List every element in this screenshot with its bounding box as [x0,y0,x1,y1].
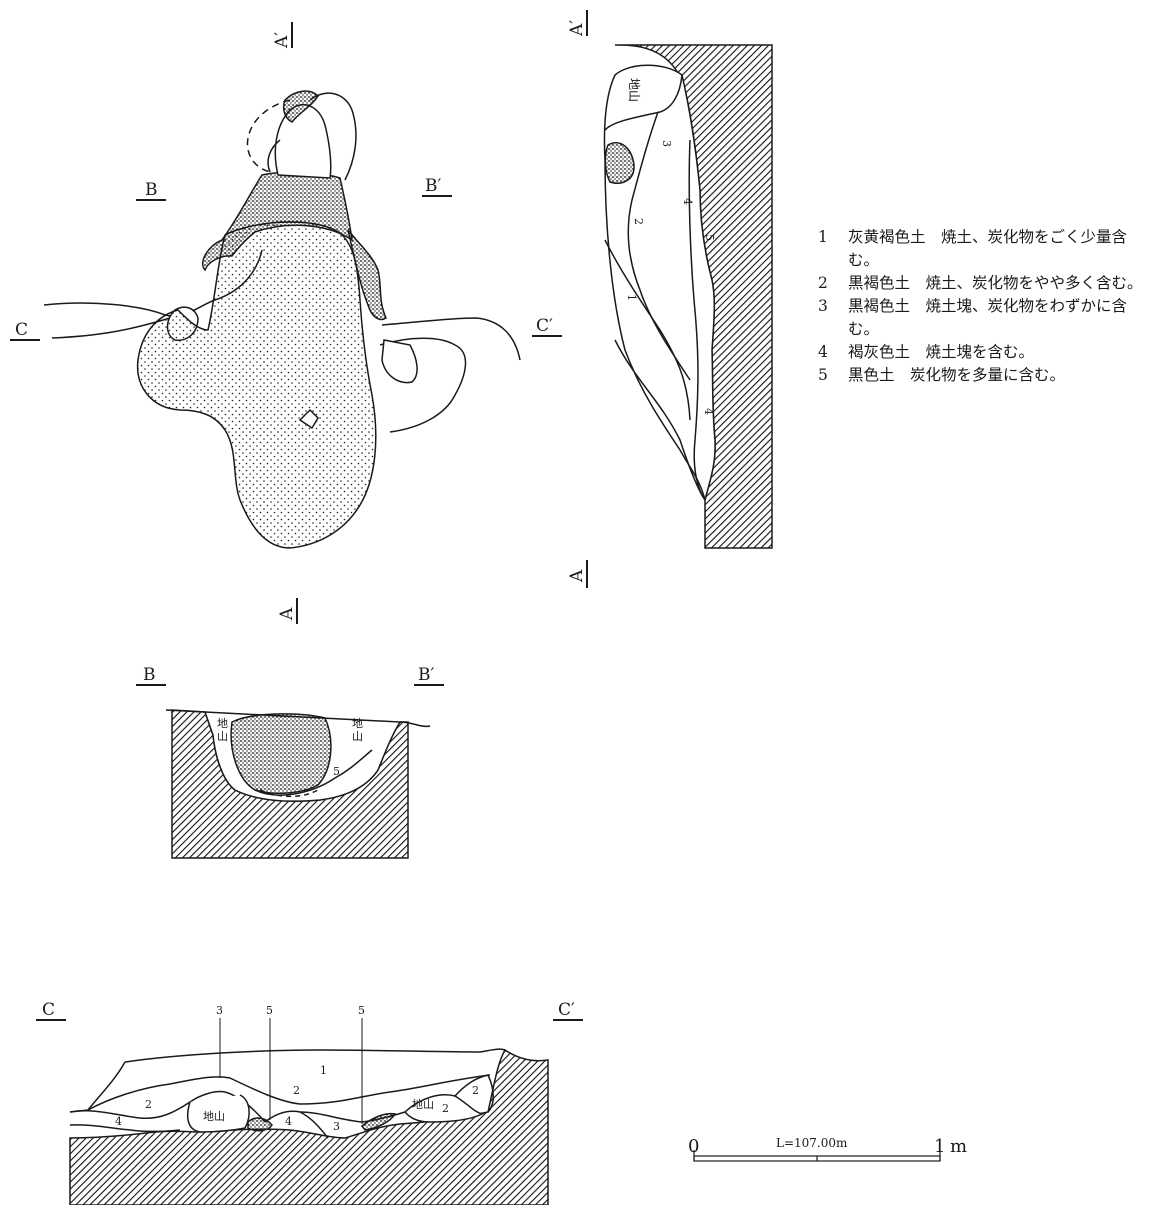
a-section-layer-1-line [614,339,706,501]
plan-dense-neck [201,171,353,272]
c-section-layer-1-base [87,1074,491,1111]
c-section-left-slope [69,1061,126,1113]
plan-upper-left-edge [267,139,281,173]
c-section-c-prime-label: C′ [558,1000,575,1020]
scale-unit-label: m [950,1136,967,1157]
c-section-layer-num-4-left: 4 [115,1115,122,1128]
legend-item: 4 褐灰色土 焼土塊を含む。 [818,341,1148,364]
c-section-layer-num-2-right: 2 [472,1084,479,1097]
a-section: A′ A 地山 3 2 4 5 1 4 [567,10,773,588]
soil-layer-legend: 1 灰黄褐色土 焼土、炭化物をごく少量含む。 2 黒褐色土 焼土、炭化物をやや多… [818,226,1148,387]
c-section-ground-left: 地山 [203,1110,225,1123]
legend-item-number: 5 [818,366,828,384]
b-section-dense-core [230,713,332,795]
a-section-layer-4-line [688,139,706,501]
b-section-layer-num-5: 5 [333,765,340,778]
c-section-layer-4-left [69,1124,181,1133]
plan-b-label: B [145,180,158,200]
plan-b-prime-label: B′ [425,176,441,196]
b-section-surface-line [165,709,431,728]
a-section-layer-num-5: 5 [703,234,716,241]
c-section-text: 3 5 5 1 2 2 2 2 3 4 4 地山 地山 [115,1004,479,1133]
a-section-layer-num-1: 1 [625,294,638,301]
c-section-dense-right [360,1112,397,1131]
c-section-layer-num-2-left: 2 [145,1098,152,1111]
c-section-leader-label-5a: 5 [266,1004,273,1017]
plan-dense-right-edge [347,229,387,321]
a-section-layer-num-3: 3 [660,140,673,147]
b-section-b-label: B [143,665,156,685]
a-section-layer-num-4b: 4 [702,408,715,415]
c-section-top-surface [124,1048,506,1063]
legend-item-text: 黒褐色土 焼土塊、炭化物をわずかに含む。 [848,297,1128,338]
c-section-ground-right: 地山 [412,1098,434,1111]
c-section-layer-num-2-mid: 2 [293,1084,300,1097]
c-section-leader-label-3: 3 [216,1004,223,1017]
plan-upper-dense-cap [282,90,319,123]
plan-right-lobe [381,339,418,384]
legend-item-text: 黒褐色土 焼土、炭化物をやや多く含む。 [848,274,1143,292]
legend-item-number: 1 [818,228,828,246]
c-section-natural-left [187,1094,250,1133]
a-section-natural-ground-label: 地山 [627,78,641,102]
scale-zero-label: 0 [688,1136,699,1157]
a-section-ground-label: 地山 [627,78,641,102]
c-section-layer-num-2-mid2: 2 [442,1102,449,1115]
plan-main-dotted-body [136,221,377,549]
scale-bar: 0 L=107.00m 1 m [688,1136,967,1162]
a-section-layer-num-2: 2 [632,218,645,225]
scale-elevation-label: L=107.00m [776,1136,848,1150]
a-section-dense-inclusion [604,142,635,184]
legend-item-number: 3 [818,297,828,315]
c-section: C C′ 3 5 5 1 2 2 2 2 3 4 4 地山 [36,1000,583,1205]
legend-item: 3 黒褐色土 焼土塊、炭化物をわずかに含む。 [818,295,1148,341]
scale-one-label: 1 [934,1136,945,1157]
a-section-layer-2-line [604,239,691,421]
b-section-layer-5-line [254,749,373,796]
a-section-layer-numbers: 3 2 4 5 1 4 [625,140,716,415]
c-section-hatched-ground [69,1048,549,1205]
plan-upper-chamber [274,104,332,179]
plan-a-prime-label: A′ [272,32,292,49]
plan-c-label: C [15,320,28,340]
a-section-layer-num-4: 4 [681,198,694,205]
plan-ground-contour-right-lower [379,337,467,433]
legend-item-text: 黒色土 炭化物を多量に含む。 [848,366,1066,384]
a-section-layer-3-line [627,111,691,381]
b-section: B B′ 地 山 地 山 5 [136,665,444,859]
c-section-c-label: C [42,1000,55,1020]
b-section-b-prime-label: B′ [418,665,434,685]
legend-item: 2 黒褐色土 焼土、炭化物をやや多く含む。 [818,272,1148,295]
legend-item-number: 4 [818,343,828,361]
c-section-layer-num-3: 3 [333,1120,340,1133]
plan-small-island [298,408,319,430]
a-section-a-label: A [567,569,587,583]
plan-upper-chamber-outer [309,92,357,181]
a-section-a-prime-label: A′ [567,20,587,37]
plan-view: A′ A B B′ C C′ [10,22,562,624]
b-section-text: 地 山 地 山 5 [217,717,363,778]
legend-item: 5 黒色土 炭化物を多量に含む。 [818,364,1148,387]
legend-item-text: 褐灰色土 焼土塊を含む。 [848,343,1035,361]
c-section-layer-2-right [454,1074,494,1113]
a-section-natural-ground-pocket [604,74,683,131]
c-section-dense-left [247,1117,273,1132]
b-section-ground-right-1: 地 [352,717,363,730]
plan-c-prime-label: C′ [536,316,553,336]
plan-ground-contour-right [381,317,521,361]
c-section-layer-num-4-mid: 4 [285,1115,292,1128]
b-section-dashed-base [259,789,319,798]
plan-a-label: A [277,607,297,621]
plan-dashed-outline [246,99,291,173]
legend-item-number: 2 [818,274,828,292]
b-section-ground-left-2: 山 [217,730,228,743]
legend-item: 1 灰黄褐色土 焼土、炭化物をごく少量含む。 [818,226,1148,272]
c-section-layer-num-1: 1 [320,1064,327,1077]
b-section-ground-left-1: 地 [217,717,228,730]
b-section-ground-right-2: 山 [352,730,363,743]
c-section-leader-label-5b: 5 [358,1004,365,1017]
c-section-natural-right [403,1094,485,1123]
legend-item-text: 灰黄褐色土 焼土、炭化物をごく少量含む。 [848,228,1128,269]
